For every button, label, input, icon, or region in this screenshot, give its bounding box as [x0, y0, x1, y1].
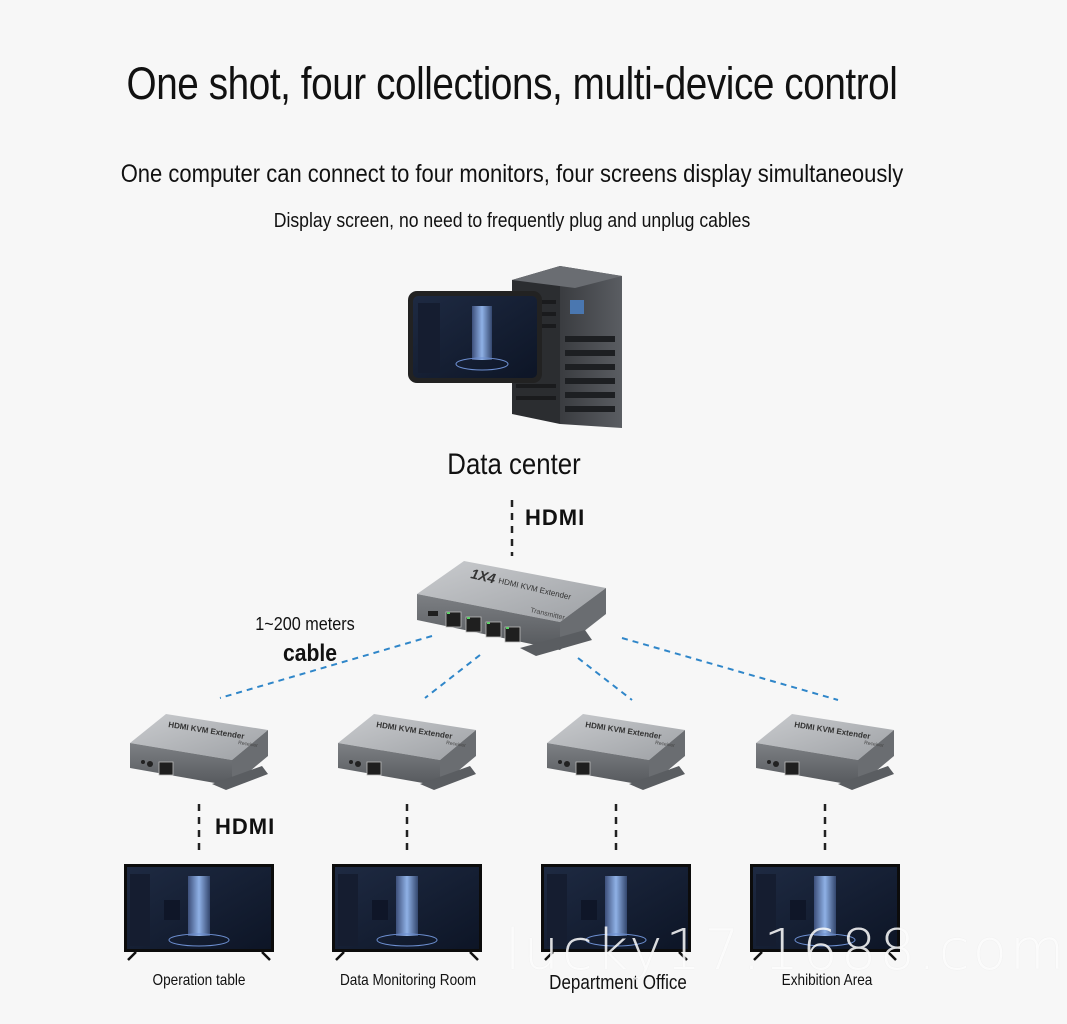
subtitle-secondary: Display screen, no need to frequently pl… — [273, 210, 751, 232]
location-label-exhibition-area: Exhibition Area — [781, 972, 873, 989]
monitor-3 — [541, 864, 691, 961]
monitor-links — [197, 804, 827, 850]
tablet-illustration — [408, 291, 542, 383]
location-label-data-monitoring-room: Data Monitoring Room — [339, 972, 477, 989]
distance-range-label: 1~200 meters — [255, 614, 355, 634]
receiver-role-label: Receiver — [446, 740, 467, 749]
location-label-department-office: Department Office — [549, 972, 687, 994]
data-center-label: Data center — [447, 448, 581, 481]
cable-line-2 — [424, 654, 481, 699]
monitor-4 — [750, 864, 900, 961]
subtitle: One computer can connect to four monitor… — [120, 160, 904, 188]
watermark: lucky17.1688.com — [505, 918, 1067, 983]
monitor-2 — [332, 864, 482, 961]
transmitter-model-label: 1X4 — [469, 565, 497, 586]
monitor-1 — [124, 864, 274, 961]
distance-medium-label: cable — [282, 640, 338, 667]
cable-line-1 — [219, 635, 433, 699]
cable-line-4 — [621, 637, 839, 701]
server-rack-illustration — [512, 266, 622, 428]
monitor-group — [124, 864, 900, 961]
receiver-role-label: Receiver — [864, 740, 885, 749]
transmitter-device: 1X4 HDMI KVM Extender Transmitter — [417, 561, 606, 656]
receiver-role-label: Receiver — [238, 740, 259, 749]
hdmi-output-label: HDMI — [215, 814, 276, 839]
diagram-canvas: 1X4 HDMI KVM Extender Transmitter HDMI K… — [124, 266, 900, 961]
network-cables — [219, 635, 839, 701]
cable-line-3 — [577, 657, 633, 701]
page-title: One shot, four collections, multi-device… — [126, 58, 898, 109]
hdmi-top-label: HDMI — [525, 505, 586, 530]
location-label-operation-table: Operation table — [152, 972, 246, 989]
receiver-role-label: Receiver — [655, 740, 676, 749]
